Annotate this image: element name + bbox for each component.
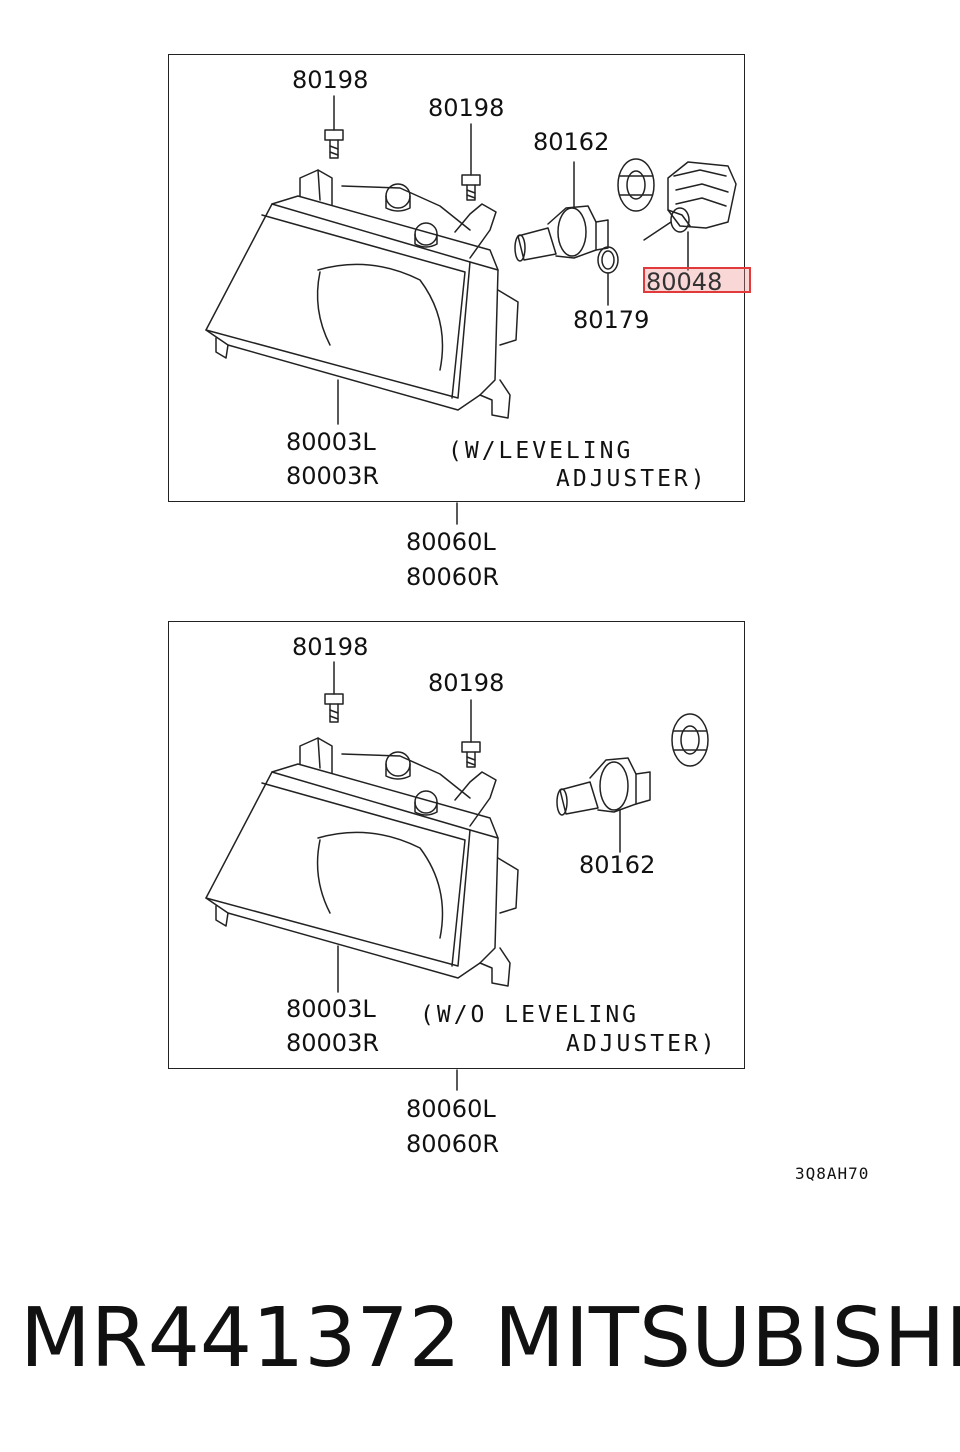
top-ring-label: 80179 xyxy=(573,306,650,334)
top-panel-frame xyxy=(168,54,745,502)
top-socket-label: 80048 xyxy=(646,268,723,296)
bottom-headlamp-label-l: 80003L xyxy=(286,995,376,1023)
top-screw-right-label: 80198 xyxy=(428,94,505,122)
bottom-screw-right-label: 80198 xyxy=(428,669,505,697)
bottom-note-line1: (W/O LEVELING xyxy=(420,1002,640,1028)
headlamp-lens xyxy=(206,204,470,398)
bottom-panel-frame xyxy=(168,621,745,1069)
brand-name: MITSUBISHI xyxy=(494,1291,960,1386)
top-bulb-label: 80162 xyxy=(533,128,610,156)
bottom-assembly-label-l: 80060L xyxy=(406,1095,496,1123)
top-assembly-label-r: 80060R xyxy=(406,563,500,591)
top-note-line1: (W/LEVELING xyxy=(448,438,634,464)
top-note-line2: ADJUSTER) xyxy=(556,466,708,492)
socket-label-highlight xyxy=(643,267,751,293)
top-headlamp-label-r: 80003R xyxy=(286,462,380,490)
bottom-screw-left-label: 80198 xyxy=(292,633,369,661)
bottom-bulb-label: 80162 xyxy=(579,851,656,879)
part-number: MR441372 xyxy=(20,1291,461,1386)
bottom-assembly-label-r: 80060R xyxy=(406,1130,500,1158)
top-headlamp-label-l: 80003L xyxy=(286,428,376,456)
diagram-code: 3Q8AH70 xyxy=(795,1164,870,1183)
bottom-note-line2: ADJUSTER) xyxy=(566,1031,718,1057)
top-screw-left-label: 80198 xyxy=(292,66,369,94)
top-assembly-label-l: 80060L xyxy=(406,528,496,556)
bottom-headlamp-label-r: 80003R xyxy=(286,1029,380,1057)
